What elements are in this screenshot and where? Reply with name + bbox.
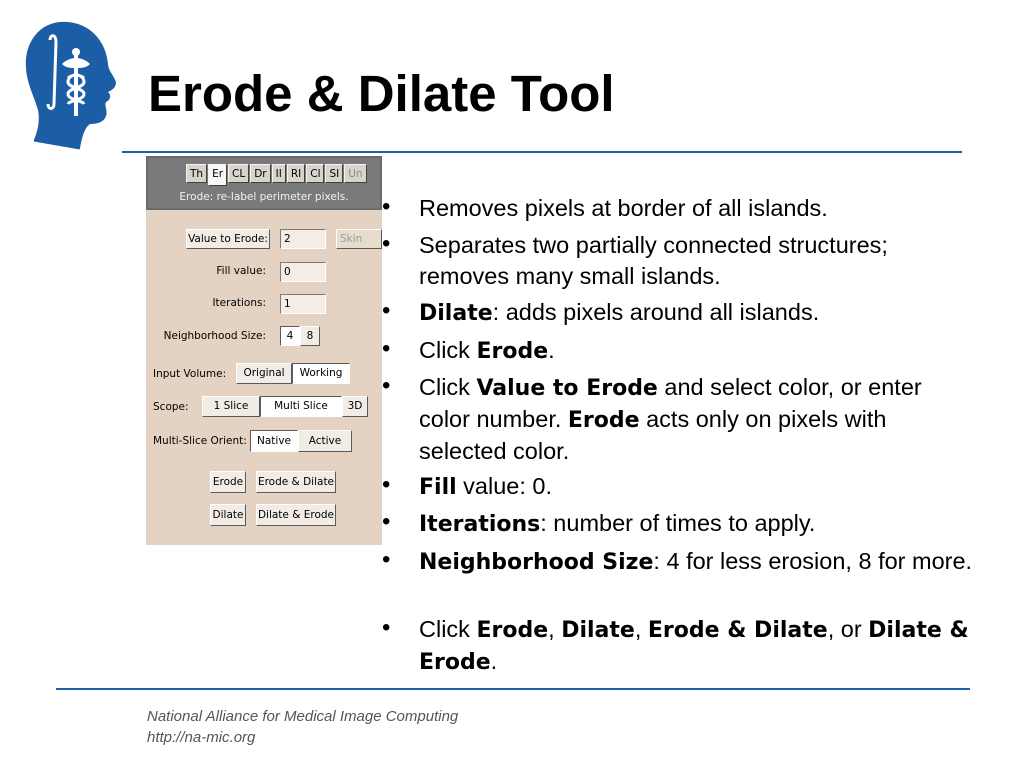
panel-header: Th Er CL Dr II RI Cl SI Un Erode: re-lab… [146, 156, 382, 210]
footer-divider [56, 688, 970, 690]
bullet-text: Separates two partially connected struct… [419, 230, 979, 292]
text-run: , or [827, 616, 869, 642]
bullet-text: Dilate: adds pixels around all islands. [419, 297, 979, 329]
bullet-dot: • [382, 471, 391, 498]
bold-term: Iterations [419, 512, 541, 537]
text-run: Removes pixels at border of all islands. [419, 195, 828, 221]
fill-value-field[interactable]: 0 [280, 262, 326, 282]
bold-term: Erode [476, 339, 549, 364]
scope-label: Scope: [153, 401, 189, 413]
value-name-field: Skin [336, 229, 382, 249]
text-run: and select color, or enter color number. [419, 374, 922, 432]
orient-active-button[interactable]: Active [298, 430, 352, 452]
tool-tabs: Th Er CL Dr II RI Cl SI Un [186, 164, 368, 186]
slide-title: Erode & Dilate Tool [148, 65, 615, 122]
text-run: acts only on pixels with selected color. [419, 406, 887, 464]
tab-ci[interactable]: Cl [306, 164, 325, 183]
bullet-text: Click Erode. [419, 335, 979, 367]
bold-term: Neighborhood Size [419, 550, 654, 575]
bold-term: Erode & Dilate [647, 618, 828, 643]
iterations-label: Iterations: [212, 297, 266, 309]
footer: National Alliance for Medical Image Comp… [147, 706, 458, 748]
footer-url: http://na-mic.org [147, 729, 256, 746]
tab-si[interactable]: SI [325, 164, 344, 183]
bullet-text: Click Value to Erode and select color, o… [419, 372, 979, 467]
bullet-dot: • [382, 372, 391, 399]
value-to-erode-field[interactable]: 2 [280, 229, 326, 249]
tab-dr[interactable]: Dr [250, 164, 271, 183]
text-run: Separates two partially connected struct… [419, 232, 888, 289]
text-run: Click [419, 616, 477, 642]
text-run: . [490, 648, 498, 674]
bullet-text: Removes pixels at border of all islands. [419, 193, 979, 224]
title-divider [122, 151, 962, 153]
bold-term: Dilate & Erode [419, 618, 969, 675]
tab-th[interactable]: Th [186, 164, 208, 183]
text-run: , [634, 616, 648, 642]
head-with-caduceus-icon [25, 21, 116, 150]
neighborhood-size-label: Neighborhood Size: [163, 330, 266, 342]
slicer-logo [20, 18, 124, 152]
dilate-button[interactable]: Dilate [210, 504, 246, 526]
text-run: . [548, 337, 555, 363]
text-run: : number of times to apply. [540, 510, 816, 536]
bullet-text: Fill value: 0. [419, 471, 979, 503]
bold-term: Value to Erode [476, 376, 658, 401]
dilate-erode-button[interactable]: Dilate & Erode [256, 504, 336, 526]
input-volume-label: Input Volume: [153, 368, 227, 380]
tab-er[interactable]: Er [208, 164, 228, 186]
text-run: : 4 for less erosion, 8 for more. [653, 548, 973, 574]
text-run: , [548, 616, 562, 642]
scope-3d-button[interactable]: 3D [342, 396, 368, 417]
bold-term: Fill [419, 475, 457, 500]
text-run: value: 0. [456, 473, 553, 499]
multi-slice-orient-label: Multi-Slice Orient: [153, 435, 247, 447]
orient-native-button[interactable]: Native [250, 430, 298, 452]
bullet-dot: • [382, 297, 391, 324]
bullet-dot: • [382, 614, 391, 641]
bullet-dot: • [382, 193, 391, 220]
bold-term: Erode [476, 618, 549, 643]
text-run: Click [419, 337, 477, 363]
input-working-button[interactable]: Working [292, 363, 350, 384]
bullet-text: Iterations: number of times to apply. [419, 508, 979, 540]
tab-ii[interactable]: II [271, 164, 286, 183]
neighborhood-8-button[interactable]: 8 [300, 326, 320, 346]
bullet-dot: • [382, 230, 391, 257]
text-run: Click [419, 374, 477, 400]
bold-term: Erode [567, 408, 640, 433]
tab-cl[interactable]: CL [228, 164, 250, 183]
bullet-text: Click Erode, Dilate, Erode & Dilate, or … [419, 614, 979, 678]
footer-org: National Alliance for Medical Image Comp… [147, 708, 459, 725]
erode-dilate-panel: Th Er CL Dr II RI Cl SI Un Erode: re-lab… [146, 156, 382, 545]
input-original-button[interactable]: Original [236, 363, 292, 384]
scope-multi-slice-button[interactable]: Multi Slice [260, 396, 342, 417]
tool-description: Erode: re-label perimeter pixels. [179, 191, 349, 203]
text-run: : adds pixels around all islands. [492, 299, 820, 325]
scope-1-slice-button[interactable]: 1 Slice [202, 396, 260, 417]
tab-ri[interactable]: RI [286, 164, 306, 183]
iterations-field[interactable]: 1 [280, 294, 326, 314]
value-to-erode-button[interactable]: Value to Erode: [186, 229, 270, 249]
bullet-dot: • [382, 508, 391, 535]
neighborhood-4-button[interactable]: 4 [280, 326, 300, 346]
fill-value-label: Fill value: [216, 265, 266, 277]
erode-dilate-button[interactable]: Erode & Dilate [256, 471, 336, 493]
tab-un[interactable]: Un [344, 164, 367, 183]
bullet-dot: • [382, 335, 391, 362]
bullet-text: Neighborhood Size: 4 for less erosion, 8… [419, 546, 979, 578]
erode-button[interactable]: Erode [210, 471, 246, 493]
bold-term: Dilate [419, 301, 493, 326]
bullet-dot: • [382, 546, 391, 573]
bold-term: Dilate [561, 618, 635, 643]
